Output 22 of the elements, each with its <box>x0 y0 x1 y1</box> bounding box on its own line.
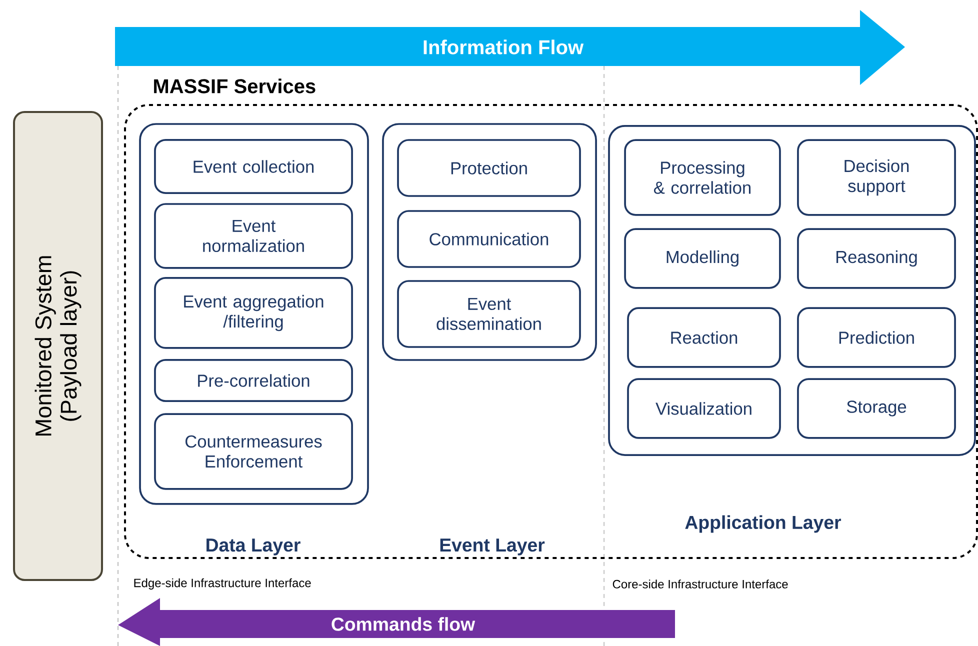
node-label: Application Layer <box>685 515 842 533</box>
service-box: Decision support <box>797 139 956 216</box>
service-box: Event aggregation /filtering <box>154 277 353 349</box>
service-box: Protection <box>397 139 581 197</box>
system-box: Monitored System (Payload layer) <box>13 111 103 581</box>
service-box: Prediction <box>797 307 956 368</box>
service-box: Processing & correlation <box>624 139 781 216</box>
service-box: Event dissemination <box>397 280 581 348</box>
layer-label: Event Layer <box>440 538 545 556</box>
service-box: Reasoning <box>797 228 956 289</box>
service-box: Pre-correlation <box>154 359 353 402</box>
service-box: Event collection <box>154 139 353 194</box>
interface-label: Edge-side Infrastructure Interface <box>134 578 311 590</box>
service-box: Communication <box>397 210 581 268</box>
service-box: Modelling <box>624 228 781 289</box>
service-box: Event normalization <box>154 203 353 269</box>
interface-label: Core-side Infrastructure Interface <box>612 580 788 588</box>
service-box: Countermeasures Enforcement <box>154 413 353 490</box>
node-label: Data Layer <box>206 538 300 556</box>
service-box: Reaction <box>627 307 781 368</box>
service-box: Visualization <box>627 378 781 439</box>
service-box: Storage <box>797 378 956 439</box>
